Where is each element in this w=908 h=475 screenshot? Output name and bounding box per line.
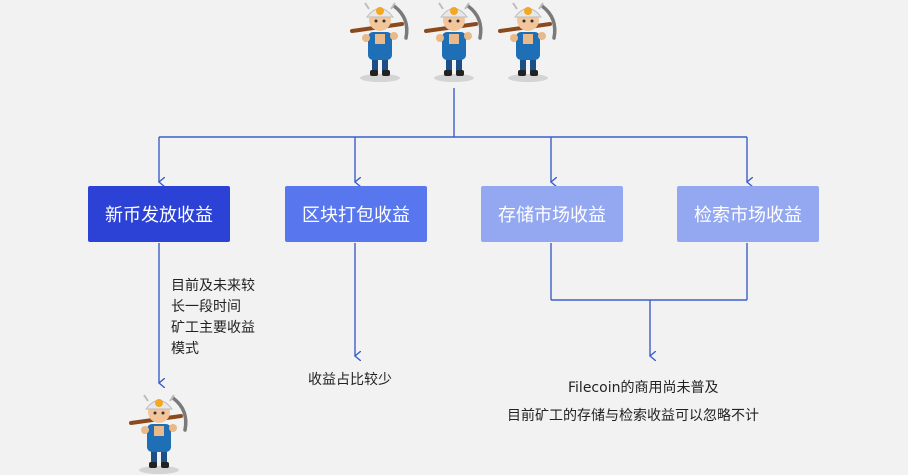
box-label: 检索市场收益 <box>694 205 802 226</box>
miner-illustration-1 <box>350 1 409 84</box>
mining-mode-note: 目前及未来较 长一段时间 矿工主要收益 模式 <box>171 276 255 360</box>
box-block-packing-reward: 区块打包收益 <box>285 186 427 242</box>
note-line: 矿工主要收益 <box>171 320 255 336</box>
filecoin-note-line1: Filecoin的商用尚未普及 <box>568 380 719 396</box>
note-line: 目前及未来较 <box>171 278 255 294</box>
box-label: 新币发放收益 <box>105 205 213 226</box>
box-label: 区块打包收益 <box>302 205 410 226</box>
miner-illustration-bottom <box>129 393 188 475</box>
lower-connectors <box>159 243 748 383</box>
box-label: 存储市场收益 <box>498 205 606 226</box>
note-line: 长一段时间 <box>171 299 241 315</box>
filecoin-note-line2: 目前矿工的存储与检索收益可以忽略不计 <box>507 408 759 424</box>
note-line: 模式 <box>171 341 199 357</box>
box-retrieval-market-reward: 检索市场收益 <box>677 186 819 242</box>
miner-illustration-2 <box>424 1 483 84</box>
block-share-note: 收益占比较少 <box>308 372 392 388</box>
miner-illustration-3 <box>498 1 557 84</box>
top-connector <box>159 88 747 182</box>
box-storage-market-reward: 存储市场收益 <box>481 186 623 242</box>
box-new-coin-reward: 新币发放收益 <box>88 186 230 242</box>
